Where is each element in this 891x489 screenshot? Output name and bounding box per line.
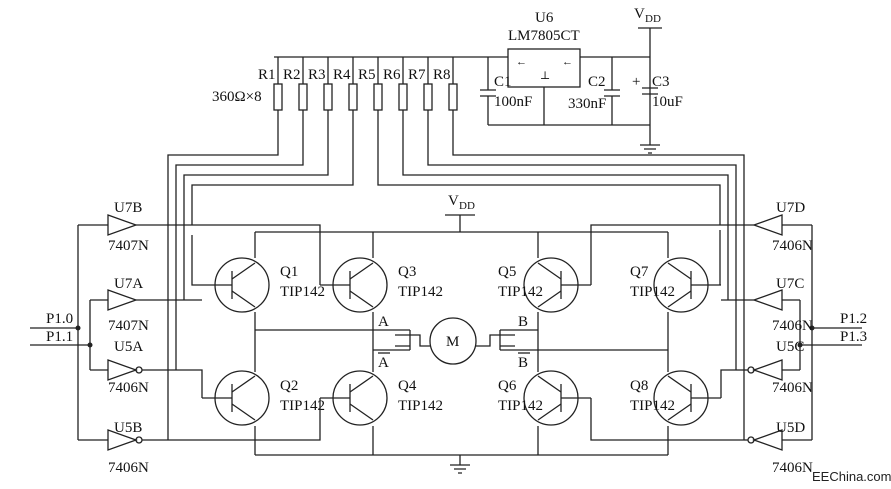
buffer-part: 7407N (108, 238, 149, 254)
transistor-ref: Q5 (498, 264, 516, 280)
transistor-part: TIP142 (630, 284, 675, 300)
resistor-label: R8 (433, 67, 451, 83)
resistor-value: 360Ω×8 (212, 89, 262, 105)
base-wiring (168, 224, 744, 441)
resistor-body (423, 83, 433, 111)
resistor-label: R5 (358, 67, 376, 83)
resistor-label: R2 (283, 67, 301, 83)
motor-terminal-a-bar: A (378, 355, 389, 371)
resistor-label: R1 (258, 67, 276, 83)
port-p1-0: P1.0 (46, 311, 73, 327)
resistor-body (348, 83, 358, 111)
transistor-ref: Q2 (280, 378, 298, 394)
transistor-part: TIP142 (398, 398, 443, 414)
port-p1-2: P1.2 (840, 311, 867, 327)
motor-terminal-b: B (518, 314, 528, 330)
resistor-body (323, 83, 333, 111)
h-bridge: V DD M A A B B Q1TIP142Q2TIP142Q3TIP142Q… (168, 193, 744, 474)
buffer-u5d: U5D 7406N (744, 420, 813, 476)
port-p1-1: P1.1 (46, 329, 73, 345)
resistor-label: R4 (333, 67, 351, 83)
buffer-ref: U5A (114, 339, 143, 355)
buffer-ref: U7A (114, 276, 143, 292)
buffer-u7b: U7B 7407N (107, 200, 192, 254)
resistor-label: R7 (408, 67, 426, 83)
control-wiring (167, 110, 745, 440)
buffer-part: 7406N (772, 238, 813, 254)
c3-polarity: + (632, 74, 640, 90)
vdd-mid-sub: DD (459, 200, 475, 212)
buffer-part: 7407N (108, 318, 149, 334)
motor-terminal-a: A (378, 314, 389, 330)
vdd-mid-v: V (448, 193, 459, 209)
buffer-ref: U5B (114, 420, 142, 436)
buffer-u7c: U7C 7406N (728, 276, 813, 334)
transistor-ref: Q7 (630, 264, 649, 280)
c3-value: 10uF (652, 94, 683, 110)
resistor-body (448, 83, 458, 111)
transistor-ref: Q6 (498, 378, 517, 394)
motor (429, 317, 477, 365)
transistor-part: TIP142 (398, 284, 443, 300)
buffer-ref: U5C (776, 339, 804, 355)
port-p1-3: P1.3 (840, 329, 867, 345)
buffer-u7a: U7A 7407N (107, 276, 184, 334)
c2-ref: C2 (588, 74, 606, 90)
transistor-part: TIP142 (630, 398, 675, 414)
transistor-part: TIP142 (280, 284, 325, 300)
buffer-part: 7406N (772, 380, 813, 396)
resistor-body (398, 83, 408, 111)
c2-value: 330nF (568, 96, 606, 112)
buffer-part: 7406N (772, 318, 813, 334)
buffer-ref: U5D (776, 420, 805, 436)
buffer-u5b: U5B 7406N (107, 420, 168, 476)
motor-label: M (446, 334, 459, 350)
buffer-ref: U7B (114, 200, 142, 216)
resistor-body (298, 83, 308, 111)
resistor-label: R3 (308, 67, 326, 83)
buffer-ref: U7D (776, 200, 805, 216)
c1-ref: C1 (494, 74, 512, 90)
regulator-section: ← ⊥ ← U6 LM7805CT V DD C1 100nF C2 330nF… (274, 6, 683, 154)
c3-ref: C3 (652, 74, 670, 90)
resistor-body (273, 83, 283, 111)
transistor-ref: Q1 (280, 264, 298, 280)
regulator-pin-gnd: ⊥ (540, 70, 550, 82)
transistor-part: TIP142 (498, 398, 543, 414)
vdd-top-v: V (634, 6, 645, 22)
regulator-ref: U6 (535, 10, 554, 26)
regulator-part: LM7805CT (508, 28, 580, 44)
buffer-part: 7406N (108, 460, 149, 476)
regulator-pin-in: ← (516, 56, 527, 68)
buffer-part: 7406N (772, 460, 813, 476)
transistor-part: TIP142 (280, 398, 325, 414)
buffer-u7d: U7D 7406N (720, 200, 813, 254)
resistor-network: 360Ω×8 R1 R2 R3 R4 R5 R6 R7 R8 (212, 57, 458, 111)
c1-value: 100nF (494, 94, 532, 110)
transistor-ref: Q4 (398, 378, 417, 394)
buffer-u5c: U5C 7406N (736, 339, 813, 396)
buffer-part: 7406N (108, 380, 149, 396)
watermark: EEChina.com (812, 469, 891, 484)
buffer-ref: U7C (776, 276, 804, 292)
transistor-ref: Q3 (398, 264, 416, 280)
resistor-body (373, 83, 383, 111)
buffer-u5a: U5A 7406N (107, 339, 176, 396)
regulator-pin-out: ← (562, 56, 573, 68)
transistor-part: TIP142 (498, 284, 543, 300)
input-section: P1.0 P1.1 P1.2 P1.3 U7B 7407N U7A 7407N U5A 7… (30, 200, 867, 476)
transistor-ref: Q8 (630, 378, 648, 394)
motor-terminal-b-bar: B (518, 355, 528, 371)
vdd-top-sub: DD (645, 13, 661, 25)
resistor-label: R6 (383, 67, 401, 83)
